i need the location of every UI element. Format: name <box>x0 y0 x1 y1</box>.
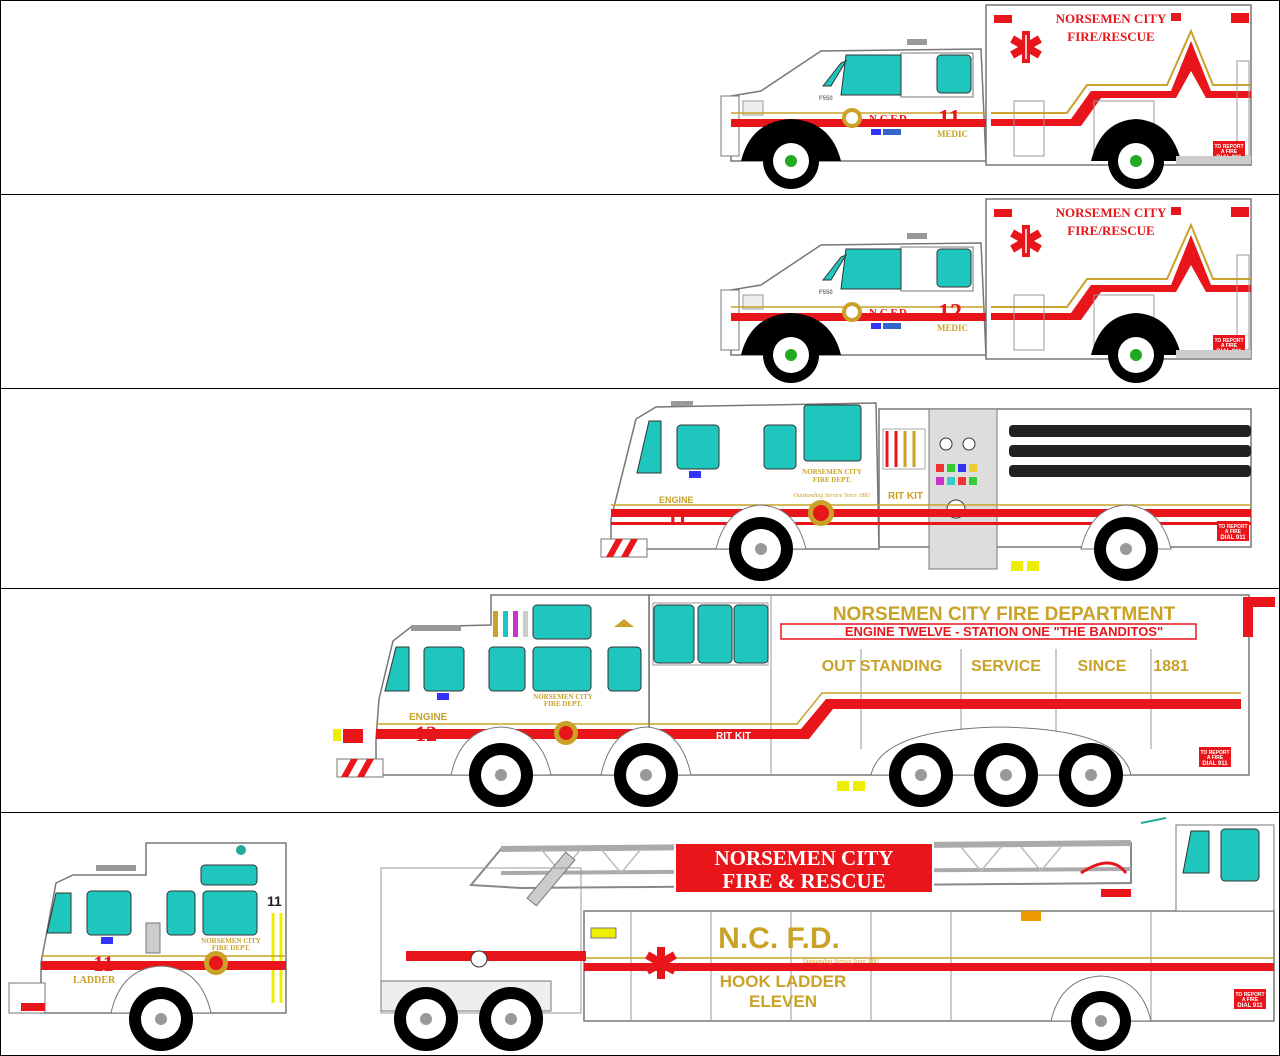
medic-11-dept-line1: NORSEMEN CITY <box>1056 11 1167 26</box>
wheel <box>763 327 819 383</box>
medic-12-dept-line2: FIRE/RESCUE <box>1067 223 1154 238</box>
wheel <box>469 743 533 807</box>
ladder-11-crest-line2: FIRE DEPT. <box>212 944 251 952</box>
medic-12-dept-line1: NORSEMEN CITY <box>1056 205 1167 220</box>
panel-medic-11: NORSEMEN CITY FIRE/RESCUE PARAMEDICS ALS… <box>0 0 1280 195</box>
star-of-life-icon <box>1010 225 1042 257</box>
engine-11-rit: RIT KIT <box>888 491 923 502</box>
medic-11-dept-line2: FIRE/RESCUE <box>1067 29 1154 44</box>
panel-ladder-11: NORSEMEN CITY FIRE & RESCUE N.C. F.D. HO… <box>0 812 1280 1056</box>
engine-12-crest-line2: FIRE DEPT. <box>544 700 583 708</box>
ladder-11-dial: DIAL 911 <box>1237 1003 1263 1009</box>
flag-icon <box>689 471 701 478</box>
wheel <box>1108 327 1164 383</box>
medic-12-als: ALS <box>1216 256 1237 268</box>
wheel <box>1094 517 1158 581</box>
ladder-11-cab-number: 11 <box>267 893 282 909</box>
aerial-ladder <box>468 841 1132 890</box>
medic-11-unit: MEDIC <box>937 129 968 139</box>
medic-12-paramedics: PARAMEDICS <box>1069 256 1143 268</box>
medic-12-report2: A FIRE <box>1221 343 1238 349</box>
ladder-11-ncfd: N.C. F.D. <box>718 922 840 955</box>
engine-12-dial: DIAL 911 <box>1202 761 1228 767</box>
medic-12-drawing: NORSEMEN CITY FIRE/RESCUE PARAMEDICS ALS… <box>720 198 1252 383</box>
flag-icon <box>871 323 881 329</box>
panel-medic-12: NORSEMEN CITY FIRE/RESCUE PARAMEDICS ALS… <box>0 194 1280 389</box>
engine-12-motto-0: OUT STANDING <box>822 658 943 675</box>
engine-11-drawing: NORSEMEN CITY FIRE DEPT. Outstanding Ser… <box>600 401 1252 581</box>
wheel <box>479 987 543 1051</box>
engine-11-unit: ENGINE <box>659 495 694 505</box>
wheel <box>889 743 953 807</box>
wheel <box>614 743 678 807</box>
medic-11-paramedics: PARAMEDICS <box>1069 62 1143 74</box>
medic-11-drawing: NORSEMEN CITY FIRE/RESCUE PARAMEDICS ALS… <box>720 4 1252 189</box>
medic-11-als: ALS <box>1216 62 1237 74</box>
engine-12-report1: TO REPORT <box>1200 750 1229 756</box>
ladder-banner <box>674 842 934 894</box>
engine-12-report2: A FIRE <box>1207 755 1224 761</box>
wheel <box>1071 991 1131 1051</box>
ladder-11-crest-line1: NORSEMEN CITY <box>201 937 261 945</box>
wheel <box>129 987 193 1051</box>
ladder-11-motto: Outstanding Service Since 1881 <box>803 959 880 965</box>
ladder-11-report1: TO REPORT <box>1235 992 1264 998</box>
engine-12-number: 12 <box>415 721 437 746</box>
medic-11-ncfd: N.C.F.D. <box>869 113 910 125</box>
star-of-life-icon <box>1010 31 1042 63</box>
wheel <box>729 517 793 581</box>
panel-engine-11: NORSEMEN CITY FIRE DEPT. Outstanding Ser… <box>0 388 1280 589</box>
engine-11-crest-line2: FIRE DEPT. <box>813 476 852 484</box>
engine-11-report1: TO REPORT <box>1218 524 1247 530</box>
wheel <box>974 743 1038 807</box>
engine-11-dial: DIAL 911 <box>1220 535 1246 541</box>
engine-12-crest-line1: NORSEMEN CITY <box>533 693 593 701</box>
wheel <box>394 987 458 1051</box>
ladder-11-banner-line2: FIRE & RESCUE <box>722 869 885 893</box>
pump-panel <box>928 408 998 570</box>
engine-12-drawing: NORSEMEN CITY FIRE DEPARTMENT ENGINE TWE… <box>333 594 1275 807</box>
engine-12-motto-3: 1881 <box>1153 658 1189 675</box>
wheel <box>1108 133 1164 189</box>
medic-12-model: F550 <box>819 290 833 296</box>
ladder-11-hook-ladder: HOOK LADDER <box>720 972 847 991</box>
ladder-11-banner-line1: NORSEMEN CITY <box>714 846 893 870</box>
medic-11-report2: A FIRE <box>1221 149 1238 155</box>
engine-11-number: 11 <box>667 504 688 529</box>
ladder-11-unit: LADDER <box>73 975 116 986</box>
medic-12-number: 12 <box>938 300 962 326</box>
wheel <box>1059 743 1123 807</box>
engine-12-motto-2: SINCE <box>1078 658 1127 675</box>
ladder-11-drawing: NORSEMEN CITY FIRE & RESCUE N.C. F.D. HO… <box>8 817 1275 1051</box>
ladder-11-eleven: ELEVEN <box>749 992 817 1011</box>
medic-11-number: 11 <box>938 106 961 132</box>
wheel <box>763 133 819 189</box>
engine-12-subtitle: ENGINE TWELVE - STATION ONE "THE BANDITO… <box>845 624 1163 639</box>
flag-icon <box>437 693 449 700</box>
engine-11-motto: Outstanding Service Since 1881 <box>794 493 871 499</box>
flag-icon <box>101 937 113 944</box>
engine-12-dept: NORSEMEN CITY FIRE DEPARTMENT <box>833 604 1176 625</box>
flag-icon <box>871 129 881 135</box>
panel-engine-12: NORSEMEN CITY FIRE DEPARTMENT ENGINE TWE… <box>0 588 1280 813</box>
star-of-life-icon <box>645 947 677 979</box>
ladder-11-report2: A FIRE <box>1242 997 1259 1003</box>
medic-11-model: F550 <box>819 96 833 102</box>
ladder-11-number: 11 <box>93 951 114 976</box>
medic-12-unit: MEDIC <box>937 323 968 333</box>
engine-12-unit: ENGINE <box>409 712 448 723</box>
engine-12-motto-1: SERVICE <box>971 658 1041 675</box>
medic-12-ncfd: N.C.F.D. <box>869 307 910 319</box>
medic-12-report1: TO REPORT <box>1214 338 1243 344</box>
engine-11-crest-line1: NORSEMEN CITY <box>802 468 862 476</box>
engine-11-report2: A FIRE <box>1225 529 1242 535</box>
engine-12-rit: RIT KIT <box>716 731 751 742</box>
medic-11-report1: TO REPORT <box>1214 144 1243 150</box>
